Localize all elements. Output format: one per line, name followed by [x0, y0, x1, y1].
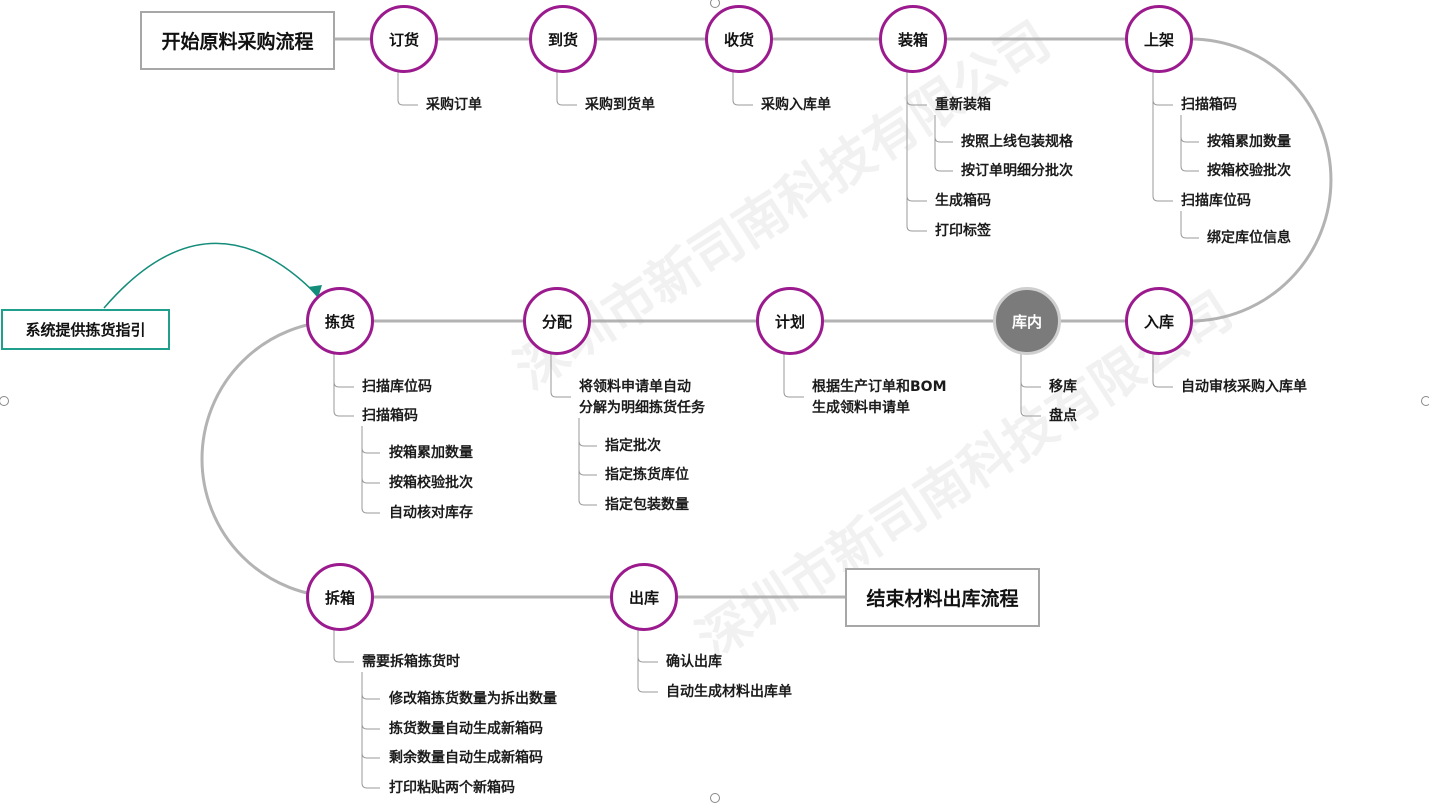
node-unboxing: 拆箱 — [306, 563, 374, 631]
label-unbox-pick-new-code: 拣货数量自动生成新箱码 — [389, 721, 543, 737]
branch-line-7 — [1180, 211, 1199, 239]
node-arrival: 到货 — [529, 5, 597, 73]
label-plan-line2: 生成领料申请单 — [812, 400, 910, 416]
branch-line-17 — [637, 628, 658, 693]
label-pick-check-stock: 自动核对库存 — [389, 505, 473, 521]
label-allocate-line1: 将领料申请单自动 — [579, 379, 691, 395]
node-plan: 计划 — [756, 287, 824, 355]
node-allocate: 分配 — [523, 287, 591, 355]
label-bind-location: 绑定库位信息 — [1207, 230, 1291, 246]
hint-arrow — [103, 242, 319, 309]
label-pick-accumulate: 按箱累加数量 — [389, 445, 473, 461]
node-picking: 拣货 — [306, 287, 374, 355]
branch-line-2 — [732, 70, 753, 106]
node-in-warehouse: 库内 — [993, 287, 1061, 355]
label-confirm-outbound: 确认出库 — [666, 654, 722, 670]
label-purchase-order: 采购订单 — [426, 97, 482, 113]
selection-handle-left — [0, 396, 9, 406]
label-unbox-remain-new-code: 剩余数量自动生成新箱码 — [389, 750, 543, 766]
selection-handle-bottom — [710, 793, 720, 803]
branch-line-14 — [361, 426, 380, 514]
label-move-stock: 移库 — [1049, 379, 1077, 395]
branch-line-1 — [556, 70, 577, 106]
label-unbox-when: 需要拆箱拣货时 — [362, 654, 460, 670]
node-receive: 收货 — [705, 5, 773, 73]
label-scan-location-code: 扫描库位码 — [1181, 193, 1251, 209]
label-pick-scan-box: 扫描箱码 — [362, 408, 418, 424]
label-accumulate-by-box: 按箱累加数量 — [1207, 134, 1291, 150]
node-inbound: 入库 — [1125, 287, 1193, 355]
branch-line-13 — [333, 352, 354, 417]
node-outbound: 出库 — [610, 563, 678, 631]
branch-line-9 — [1020, 352, 1041, 417]
label-verify-batch-by-box: 按箱校验批次 — [1207, 163, 1291, 179]
label-purchase-receipt: 采购入库单 — [761, 97, 831, 113]
branch-line-0 — [397, 70, 418, 106]
selection-handle-right — [1421, 396, 1429, 406]
label-pick-verify-batch: 按箱校验批次 — [389, 475, 473, 491]
branch-line-16 — [361, 672, 380, 789]
label-by-order-batch: 按订单明细分批次 — [961, 163, 1073, 179]
node-order: 订货 — [370, 5, 438, 73]
label-auto-outbound-doc: 自动生成材料出库单 — [666, 684, 792, 700]
label-scan-box-code: 扫描箱码 — [1181, 97, 1237, 113]
label-unbox-modify-qty: 修改箱拣货数量为拆出数量 — [389, 691, 557, 707]
label-auto-approve-receipt: 自动审核采购入库单 — [1181, 379, 1307, 395]
label-allocate-line2: 分解为明细拣货任务 — [579, 400, 705, 416]
label-assign-pick-location: 指定拣货库位 — [605, 467, 689, 483]
node-shelving: 上架 — [1125, 5, 1193, 73]
branch-line-10 — [783, 352, 804, 398]
label-stocktake: 盘点 — [1049, 408, 1077, 424]
label-plan-line1: 根据生产订单和BOM — [812, 379, 947, 395]
branch-line-11 — [550, 352, 571, 398]
branch-line-12 — [578, 418, 597, 506]
label-purchase-arrival: 采购到货单 — [585, 97, 655, 113]
label-by-packing-spec: 按照上线包装规格 — [961, 134, 1073, 150]
label-print-label: 打印标签 — [935, 223, 991, 239]
picking-guide-box: 系统提供拣货指引 — [1, 309, 170, 350]
branch-line-8 — [1152, 352, 1173, 388]
branch-line-6 — [1180, 115, 1199, 172]
label-pick-scan-location: 扫描库位码 — [362, 379, 432, 395]
label-generate-box-code: 生成箱码 — [935, 193, 991, 209]
branch-line-3 — [906, 70, 927, 232]
start-process-box: 开始原料采购流程 — [140, 11, 335, 70]
label-rebox: 重新装箱 — [935, 97, 991, 113]
label-assign-pack-qty: 指定包装数量 — [605, 497, 689, 513]
end-process-box: 结束材料出库流程 — [845, 568, 1040, 627]
label-unbox-print-codes: 打印粘贴两个新箱码 — [389, 780, 515, 796]
branch-connectors — [333, 70, 1199, 789]
label-assign-batch: 指定批次 — [605, 438, 661, 454]
node-boxing: 装箱 — [879, 5, 947, 73]
branch-line-15 — [333, 628, 354, 663]
branch-line-4 — [934, 115, 953, 172]
branch-line-5 — [1152, 70, 1173, 202]
selection-handle-top — [710, 0, 720, 8]
